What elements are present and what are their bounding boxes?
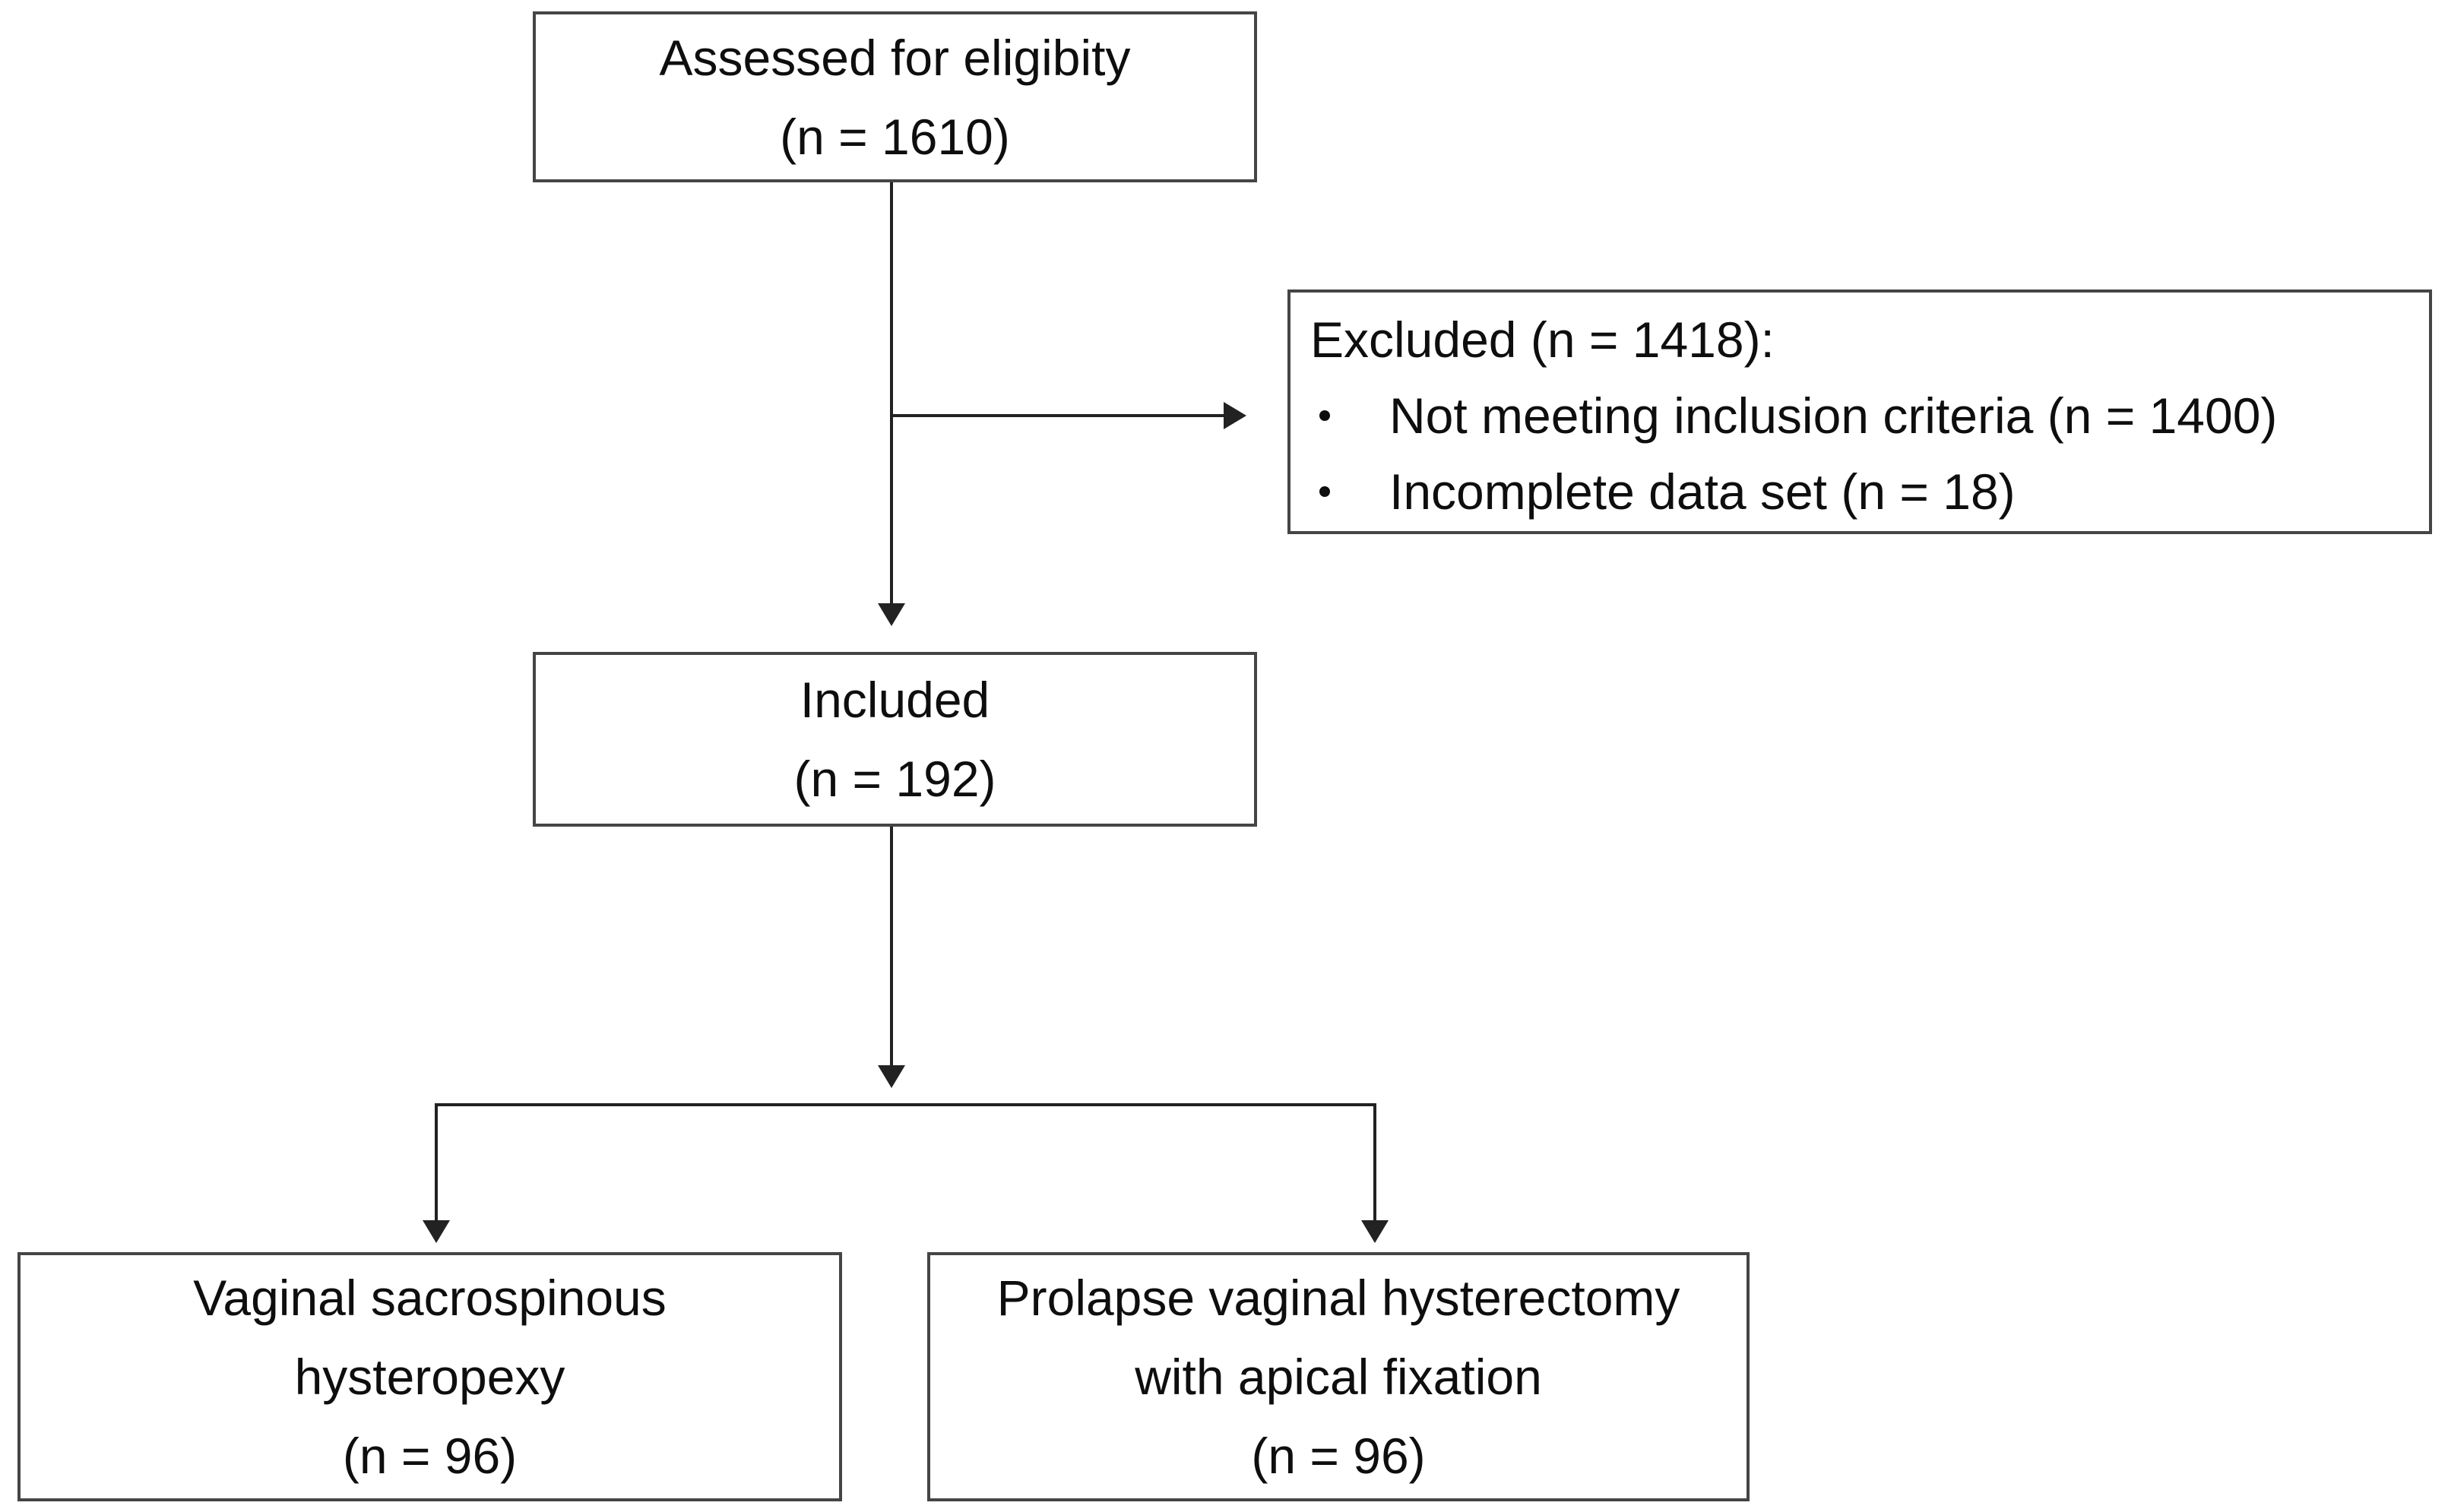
excluded-bullet-row: Incomplete data set (n = 18) <box>1310 454 2415 530</box>
excluded-reason: Not meeting inclusion criteria (n = 1400… <box>1389 387 2278 444</box>
node-count: (n = 1610) <box>780 108 1010 165</box>
node-text-line: Assessed for eligibity <box>659 29 1131 86</box>
node-count: (n = 96) <box>1251 1428 1426 1484</box>
node-arm-prolapse-vaginal-hysterectomy: Prolapse vaginal hysterectomy with apica… <box>927 1252 1750 1501</box>
node-included: Included (n = 192) <box>533 652 1257 827</box>
node-text-line: hysteropexy <box>294 1349 565 1405</box>
node-text-line: with apical fixation <box>1135 1349 1542 1405</box>
node-text-line: Prolapse vaginal hysterectomy <box>996 1270 1680 1326</box>
arrow-down-icon <box>423 1220 450 1243</box>
arrow-down-icon <box>1361 1220 1389 1243</box>
arrow-down-icon <box>878 1065 905 1088</box>
node-count: (n = 192) <box>793 751 996 807</box>
node-text-line: Included <box>800 672 990 728</box>
connector-split-to-arm-left <box>435 1103 438 1220</box>
arrow-down-icon <box>878 603 905 626</box>
node-text-line: Vaginal sacrospinous <box>193 1270 667 1326</box>
connector-included-to-split <box>890 827 893 1065</box>
excluded-bullet-row: Not meeting inclusion criteria (n = 1400… <box>1310 378 2415 454</box>
node-count: (n = 96) <box>342 1428 518 1484</box>
arrow-right-icon <box>1224 402 1246 429</box>
node-excluded: Excluded (n = 1418): Not meeting inclusi… <box>1287 289 2432 534</box>
connector-assessed-to-included <box>890 182 893 603</box>
excluded-heading: Excluded (n = 1418): <box>1310 312 1775 368</box>
bullet-icon <box>1319 410 1330 421</box>
node-assessed-for-eligibility: Assessed for eligibity (n = 1610) <box>533 11 1257 182</box>
connector-split-bar <box>435 1103 1376 1106</box>
node-arm-vaginal-sacrospinous-hysteropexy: Vaginal sacrospinous hysteropexy (n = 96… <box>17 1252 842 1501</box>
connector-split-to-arm-right <box>1373 1103 1376 1220</box>
connector-branch-to-excluded <box>891 414 1224 417</box>
bullet-icon <box>1319 486 1330 497</box>
excluded-reason: Incomplete data set (n = 18) <box>1389 463 2016 520</box>
